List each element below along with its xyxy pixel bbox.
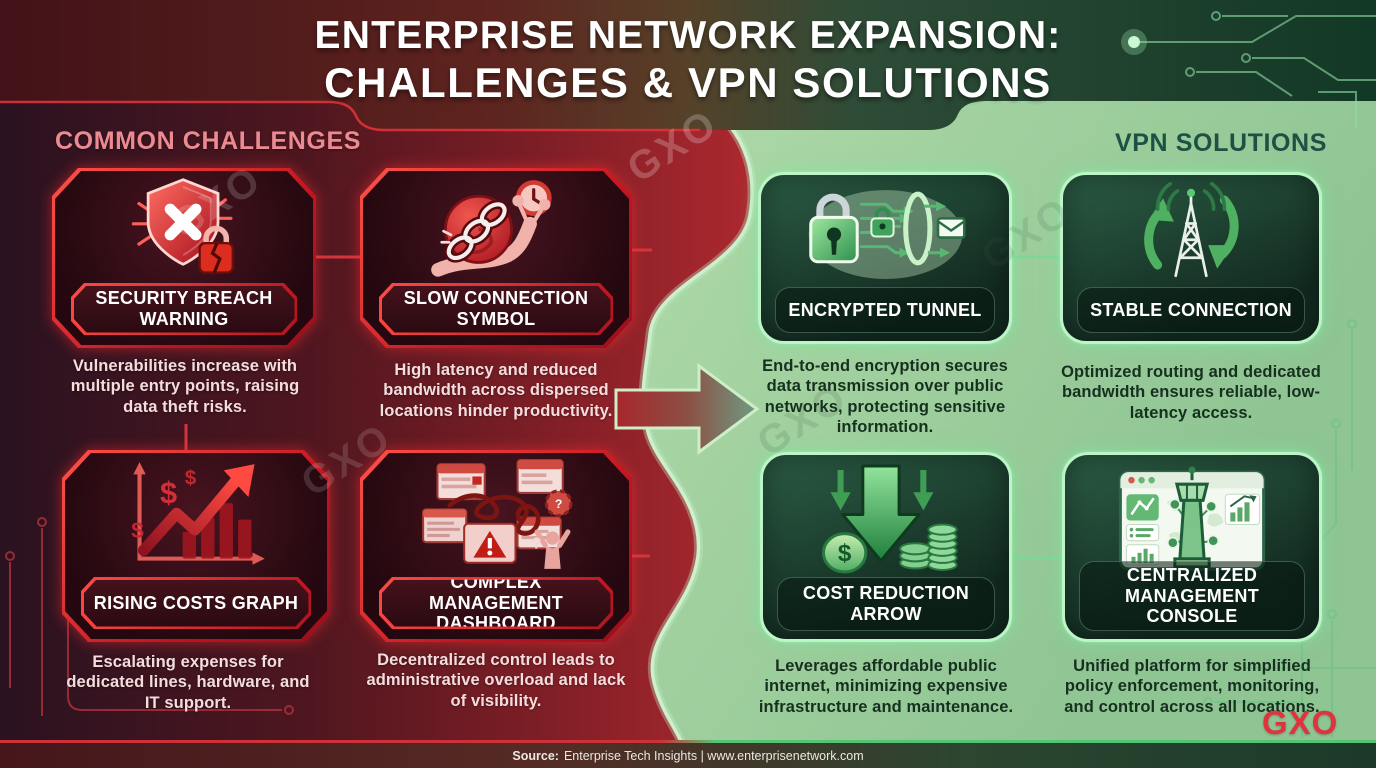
card-frame: $ COST REDUCTION ARROW [760, 452, 1012, 642]
challenges-section-header: COMMON CHALLENGES [55, 127, 362, 155]
card-title-plate: SECURITY BREACH WARNING [71, 283, 297, 335]
svg-text:$: $ [838, 540, 852, 567]
card-description: Optimized routing and dedicated bandwidt… [1061, 363, 1321, 422]
card-title: CENTRALIZED MANAGEMENT CONSOLE [1125, 564, 1259, 627]
svg-text:?: ? [555, 497, 563, 511]
centralized-console-icon [1071, 462, 1313, 575]
card-title: STABLE CONNECTION [1090, 299, 1292, 320]
complex-management-icon: ? ? [369, 458, 623, 573]
card-title-plate: COST REDUCTION ARROW [777, 577, 995, 631]
security-breach-icon [61, 176, 307, 279]
svg-text:$: $ [160, 475, 177, 510]
card-description: Decentralized control leads to administr… [366, 651, 626, 710]
card-frame: $ $ $ RISING COSTS GRAPH [62, 450, 330, 642]
card-cost-reduction-arrow: $ COST REDUCTION ARROW [760, 452, 1012, 642]
stable-connection-icon [1069, 182, 1313, 283]
card-frame: ? ? COMPLEX MANAGEMENT DASHBOARD [360, 450, 632, 642]
cost-reduction-icon: $ [769, 462, 1003, 575]
svg-text:$: $ [131, 518, 144, 543]
footer-divider-line [0, 740, 1376, 743]
card-rising-costs-graph: $ $ $ RISING COSTS GRAPH [62, 450, 330, 642]
title-band [0, 0, 1376, 130]
card-description: Leverages affordable public internet, mi… [758, 657, 1014, 716]
circuit-decor-bottom-left [5, 517, 294, 716]
card-stable-connection: STABLE CONNECTION [1060, 172, 1322, 344]
card-frame: STABLE CONNECTION [1060, 172, 1322, 344]
card-title: COMPLEX MANAGEMENT DASHBOARD [429, 571, 563, 634]
rising-costs-icon: $ $ $ [71, 458, 321, 573]
slow-connection-icon [369, 176, 623, 279]
card-centralized-management-console: CENTRALIZED MANAGEMENT CONSOLE [1062, 452, 1322, 642]
poster-title-line2: CHALLENGES & VPN SOLUTIONS [324, 59, 1052, 106]
card-title: SLOW CONNECTION SYMBOL [403, 288, 589, 329]
challenge-connectors [184, 248, 652, 558]
circuit-decor-top-right [1140, 11, 1376, 128]
card-frame: ENCRYPTED TUNNEL [758, 172, 1012, 344]
source-text: Enterprise Tech Insights | www.enterpris… [563, 748, 864, 763]
card-title-plate: COMPLEX MANAGEMENT DASHBOARD [379, 577, 613, 629]
glow-dot [1128, 36, 1140, 48]
card-title-plate: STABLE CONNECTION [1077, 287, 1305, 333]
solutions-section-header: VPN SOLUTIONS [1115, 129, 1327, 157]
card-title-plate: CENTRALIZED MANAGEMENT CONSOLE [1079, 560, 1305, 631]
brand-logo: GXO [1262, 704, 1339, 741]
solution-connectors [1012, 255, 1062, 560]
card-security-breach-warning: SECURITY BREACH WARNING [52, 168, 316, 348]
card-description: End-to-end encryption secures data trans… [762, 357, 1008, 437]
card-description: Unified platform for simplified policy e… [1064, 657, 1320, 716]
source-label: Source: [512, 748, 559, 763]
card-slow-connection-symbol: SLOW CONNECTION SYMBOL [360, 168, 632, 348]
card-frame: CENTRALIZED MANAGEMENT CONSOLE [1062, 452, 1322, 642]
card-description: Vulnerabilities increase with multiple e… [70, 357, 300, 416]
card-title: SECURITY BREACH WARNING [95, 288, 273, 329]
card-title: COST REDUCTION ARROW [802, 583, 970, 624]
card-description: Escalating expenses for dedicated lines,… [66, 653, 310, 712]
card-complex-management-dashboard: ? ? COMPLEX MANAGEMENT DASHBOARD [360, 450, 632, 642]
transition-arrow [614, 363, 760, 455]
svg-text:?: ? [532, 535, 541, 552]
card-title-plate: SLOW CONNECTION SYMBOL [379, 283, 613, 335]
card-encrypted-tunnel: ENCRYPTED TUNNEL [758, 172, 1012, 344]
card-title: ENCRYPTED TUNNEL [788, 299, 982, 320]
footer-bar: Source: Enterprise Tech Insights | www.e… [0, 743, 1376, 768]
card-title-plate: ENCRYPTED TUNNEL [775, 287, 995, 333]
poster-title-line1: ENTERPRISE NETWORK EXPANSION: [314, 14, 1062, 57]
card-title-plate: RISING COSTS GRAPH [81, 577, 311, 629]
card-frame: SECURITY BREACH WARNING [52, 168, 316, 348]
encrypted-tunnel-icon [767, 182, 1003, 283]
card-frame: SLOW CONNECTION SYMBOL [360, 168, 632, 348]
poster-title: ENTERPRISE NETWORK EXPANSION: CHALLENGES… [0, 14, 1376, 107]
card-title: RISING COSTS GRAPH [93, 592, 299, 613]
svg-text:$: $ [185, 467, 197, 490]
card-description: High latency and reduced bandwidth acros… [379, 361, 613, 420]
band-red-underline [0, 100, 700, 132]
